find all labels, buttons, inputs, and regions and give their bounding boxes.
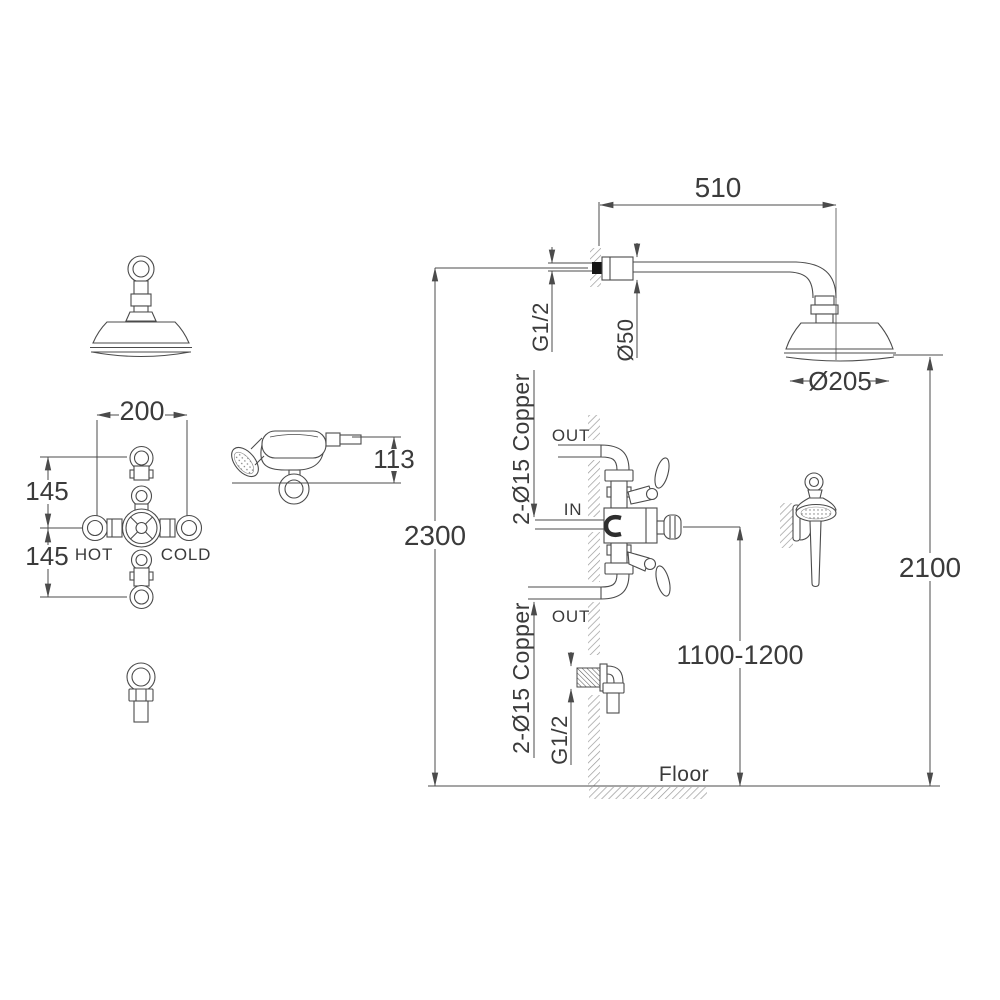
dim-valve-height: 1100-1200 — [676, 526, 804, 787]
supply-lower-value: 2-Ø15 Copper — [508, 602, 534, 754]
arm-length-value: 510 — [695, 172, 742, 203]
shower-arm-and-head — [548, 208, 896, 362]
floor: Floor — [428, 763, 940, 799]
hot-label: HOT — [75, 545, 113, 564]
dim-outlet-thread: G1/2 — [547, 652, 575, 765]
floor-label: Floor — [659, 763, 709, 786]
dim-head-diameter: Ø205 — [789, 366, 890, 396]
supply-pipes — [528, 444, 606, 600]
dim-handset-height: 113 — [232, 436, 415, 484]
dim-arm-length: 510 — [598, 172, 837, 246]
supply-upper-value: 2-Ø15 Copper — [508, 373, 534, 525]
valve-spacing-upper-value: 145 — [25, 476, 68, 506]
wall-outlet-fitting — [576, 663, 625, 714]
dim-valve-width: 200 — [96, 396, 188, 516]
wall-elbow-front — [126, 662, 156, 723]
overhead-shower-front — [90, 255, 192, 358]
valve-width-value: 200 — [119, 396, 164, 426]
wall-sections — [588, 248, 793, 786]
port-middle-label: IN — [564, 500, 583, 519]
dim-handset-rail-height: 2100 — [893, 354, 961, 787]
arm-thread-value: G1/2 — [528, 302, 553, 352]
port-top-label: OUT — [552, 426, 590, 445]
dim-arm-thread: G1/2 — [528, 247, 556, 352]
thermostatic-valve-front — [81, 445, 203, 610]
cold-label: COLD — [161, 545, 211, 564]
handset-height-value: 113 — [373, 444, 414, 474]
head-diameter-value: Ø205 — [808, 366, 872, 396]
handset-cradle-side — [231, 430, 362, 505]
dim-valve-port-spacing: 145 145 — [25, 456, 127, 598]
valve-height-value: 1100-1200 — [676, 640, 803, 670]
thermostatic-valve-elevation — [600, 444, 682, 600]
handset-rail-height-value: 2100 — [899, 552, 961, 583]
valve-spacing-lower-value: 145 — [25, 541, 68, 571]
flange-diameter-value: Ø50 — [613, 318, 638, 361]
dim-total-height: 2300 — [404, 267, 588, 787]
dim-flange-diameter: Ø50 — [613, 243, 641, 362]
dim-supply-lower: 2-Ø15 Copper — [508, 601, 538, 758]
port-bottom-label: OUT — [552, 607, 590, 626]
handset-on-bracket — [792, 472, 837, 588]
outlet-thread-value: G1/2 — [547, 715, 572, 765]
total-height-value: 2300 — [404, 520, 466, 551]
dim-supply-upper: 2-Ø15 Copper — [508, 370, 538, 525]
